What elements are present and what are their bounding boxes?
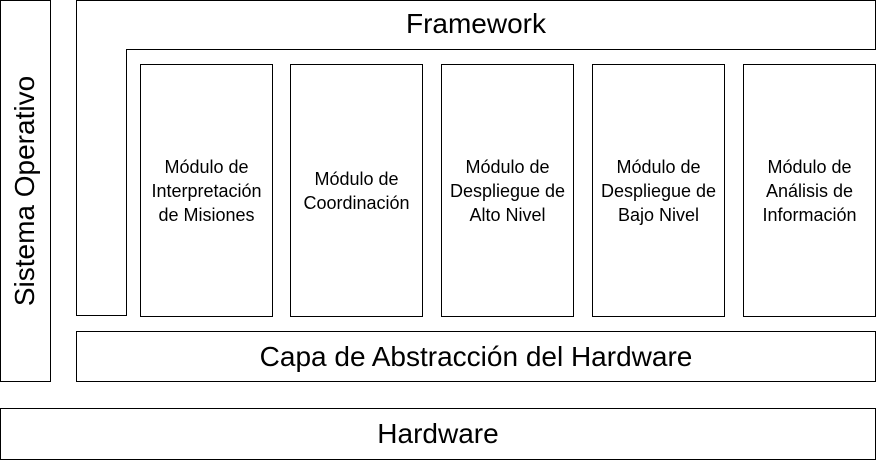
hardware-abstraction-label: Capa de Abstracción del Hardware: [259, 340, 693, 372]
module-label: Módulo de Despliegue de Bajo Nivel: [600, 156, 717, 225]
module-label: Módulo de Análisis de Información: [762, 156, 857, 225]
module-low-level-deployment: [592, 64, 725, 317]
module-information-analysis: [743, 64, 876, 317]
operating-system-layer: [0, 0, 51, 382]
hardware-layer: [0, 408, 876, 460]
framework-label: Framework: [405, 8, 546, 39]
module-label: Módulo de Interpretación de Misiones: [151, 156, 262, 225]
module-label: Módulo de Coordinación: [303, 168, 410, 213]
hardware-label: Hardware: [377, 418, 499, 449]
module-coordination: [290, 64, 423, 317]
module-high-level-deployment: [441, 64, 574, 317]
hardware-abstraction-layer: [76, 331, 876, 382]
module-label: Módulo de Despliegue de Alto Nivel: [449, 156, 566, 225]
module-mission-interpretation: [140, 64, 273, 317]
